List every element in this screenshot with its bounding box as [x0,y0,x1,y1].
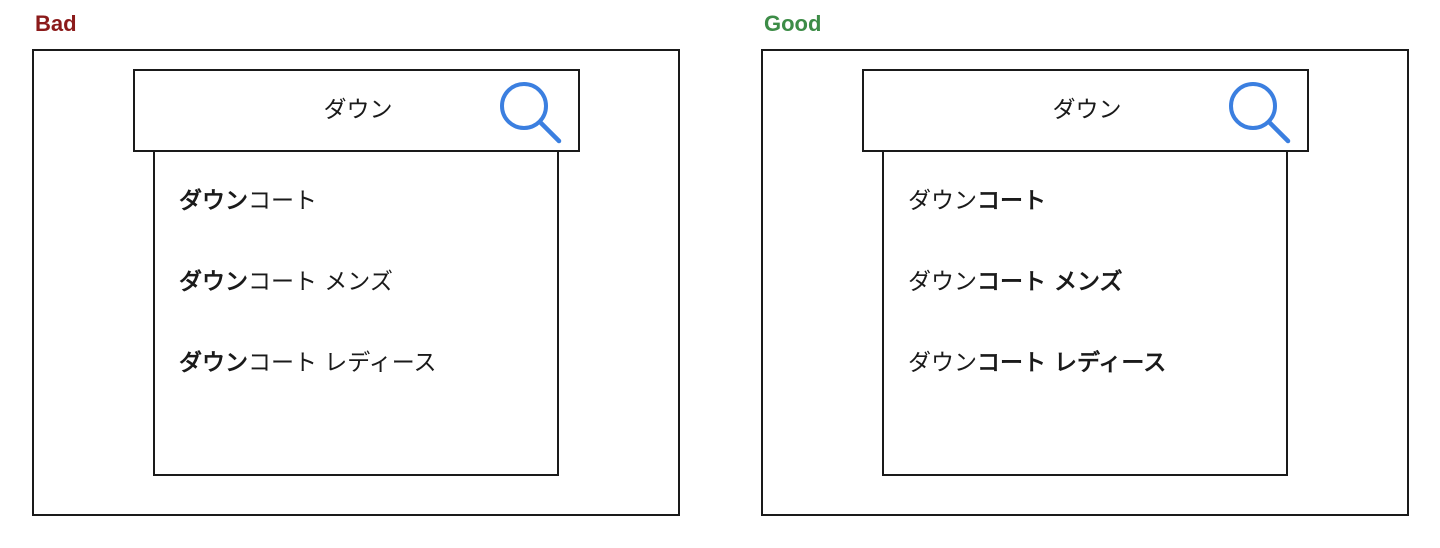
suggestion-prefix: ダウン [179,269,248,295]
suggestion-item[interactable]: ダウンコート レディース [179,345,437,381]
screen-frame [32,49,680,516]
search-box[interactable]: ダウン [862,69,1309,152]
suggestion-item[interactable]: ダウンコート メンズ [908,264,1123,300]
suggestion-item[interactable]: ダウンコート メンズ [179,264,393,300]
suggestion-item[interactable]: ダウンコート [179,183,317,219]
screen-frame [761,49,1409,516]
suggestion-dropdown: ダウンコート ダウンコート メンズ ダウンコート レディース [882,150,1288,476]
suggestion-prefix: ダウン [908,350,977,376]
suggestion-prefix: ダウン [179,188,248,214]
suggestion-item[interactable]: ダウンコート [908,183,1046,219]
bad-example-panel: Bad ダウン ダウンコート ダウンコート メンズ ダウンコート レディース [0,0,680,548]
suggestion-completion: コート レディース [977,350,1167,376]
search-box[interactable]: ダウン [133,69,580,152]
suggestion-completion: コート メンズ [977,269,1123,295]
search-icon[interactable] [1226,79,1292,145]
suggestion-prefix: ダウン [908,188,977,214]
suggestion-completion: コート [248,188,317,214]
good-label: Good [764,11,822,36]
bad-label: Bad [35,11,77,36]
suggestion-prefix: ダウン [179,350,248,376]
good-example-panel: Good ダウン ダウンコート ダウンコート メンズ ダウンコート レディース [729,0,1409,548]
suggestion-completion: コート [977,188,1046,214]
suggestion-item[interactable]: ダウンコート レディース [908,345,1166,381]
search-input[interactable]: ダウン [1052,97,1122,123]
suggestion-prefix: ダウン [908,269,977,295]
suggestion-completion: コート レディース [248,350,437,376]
suggestion-completion: コート メンズ [248,269,393,295]
suggestion-dropdown: ダウンコート ダウンコート メンズ ダウンコート レディース [153,150,559,476]
search-input[interactable]: ダウン [323,97,393,123]
search-icon[interactable] [497,79,563,145]
